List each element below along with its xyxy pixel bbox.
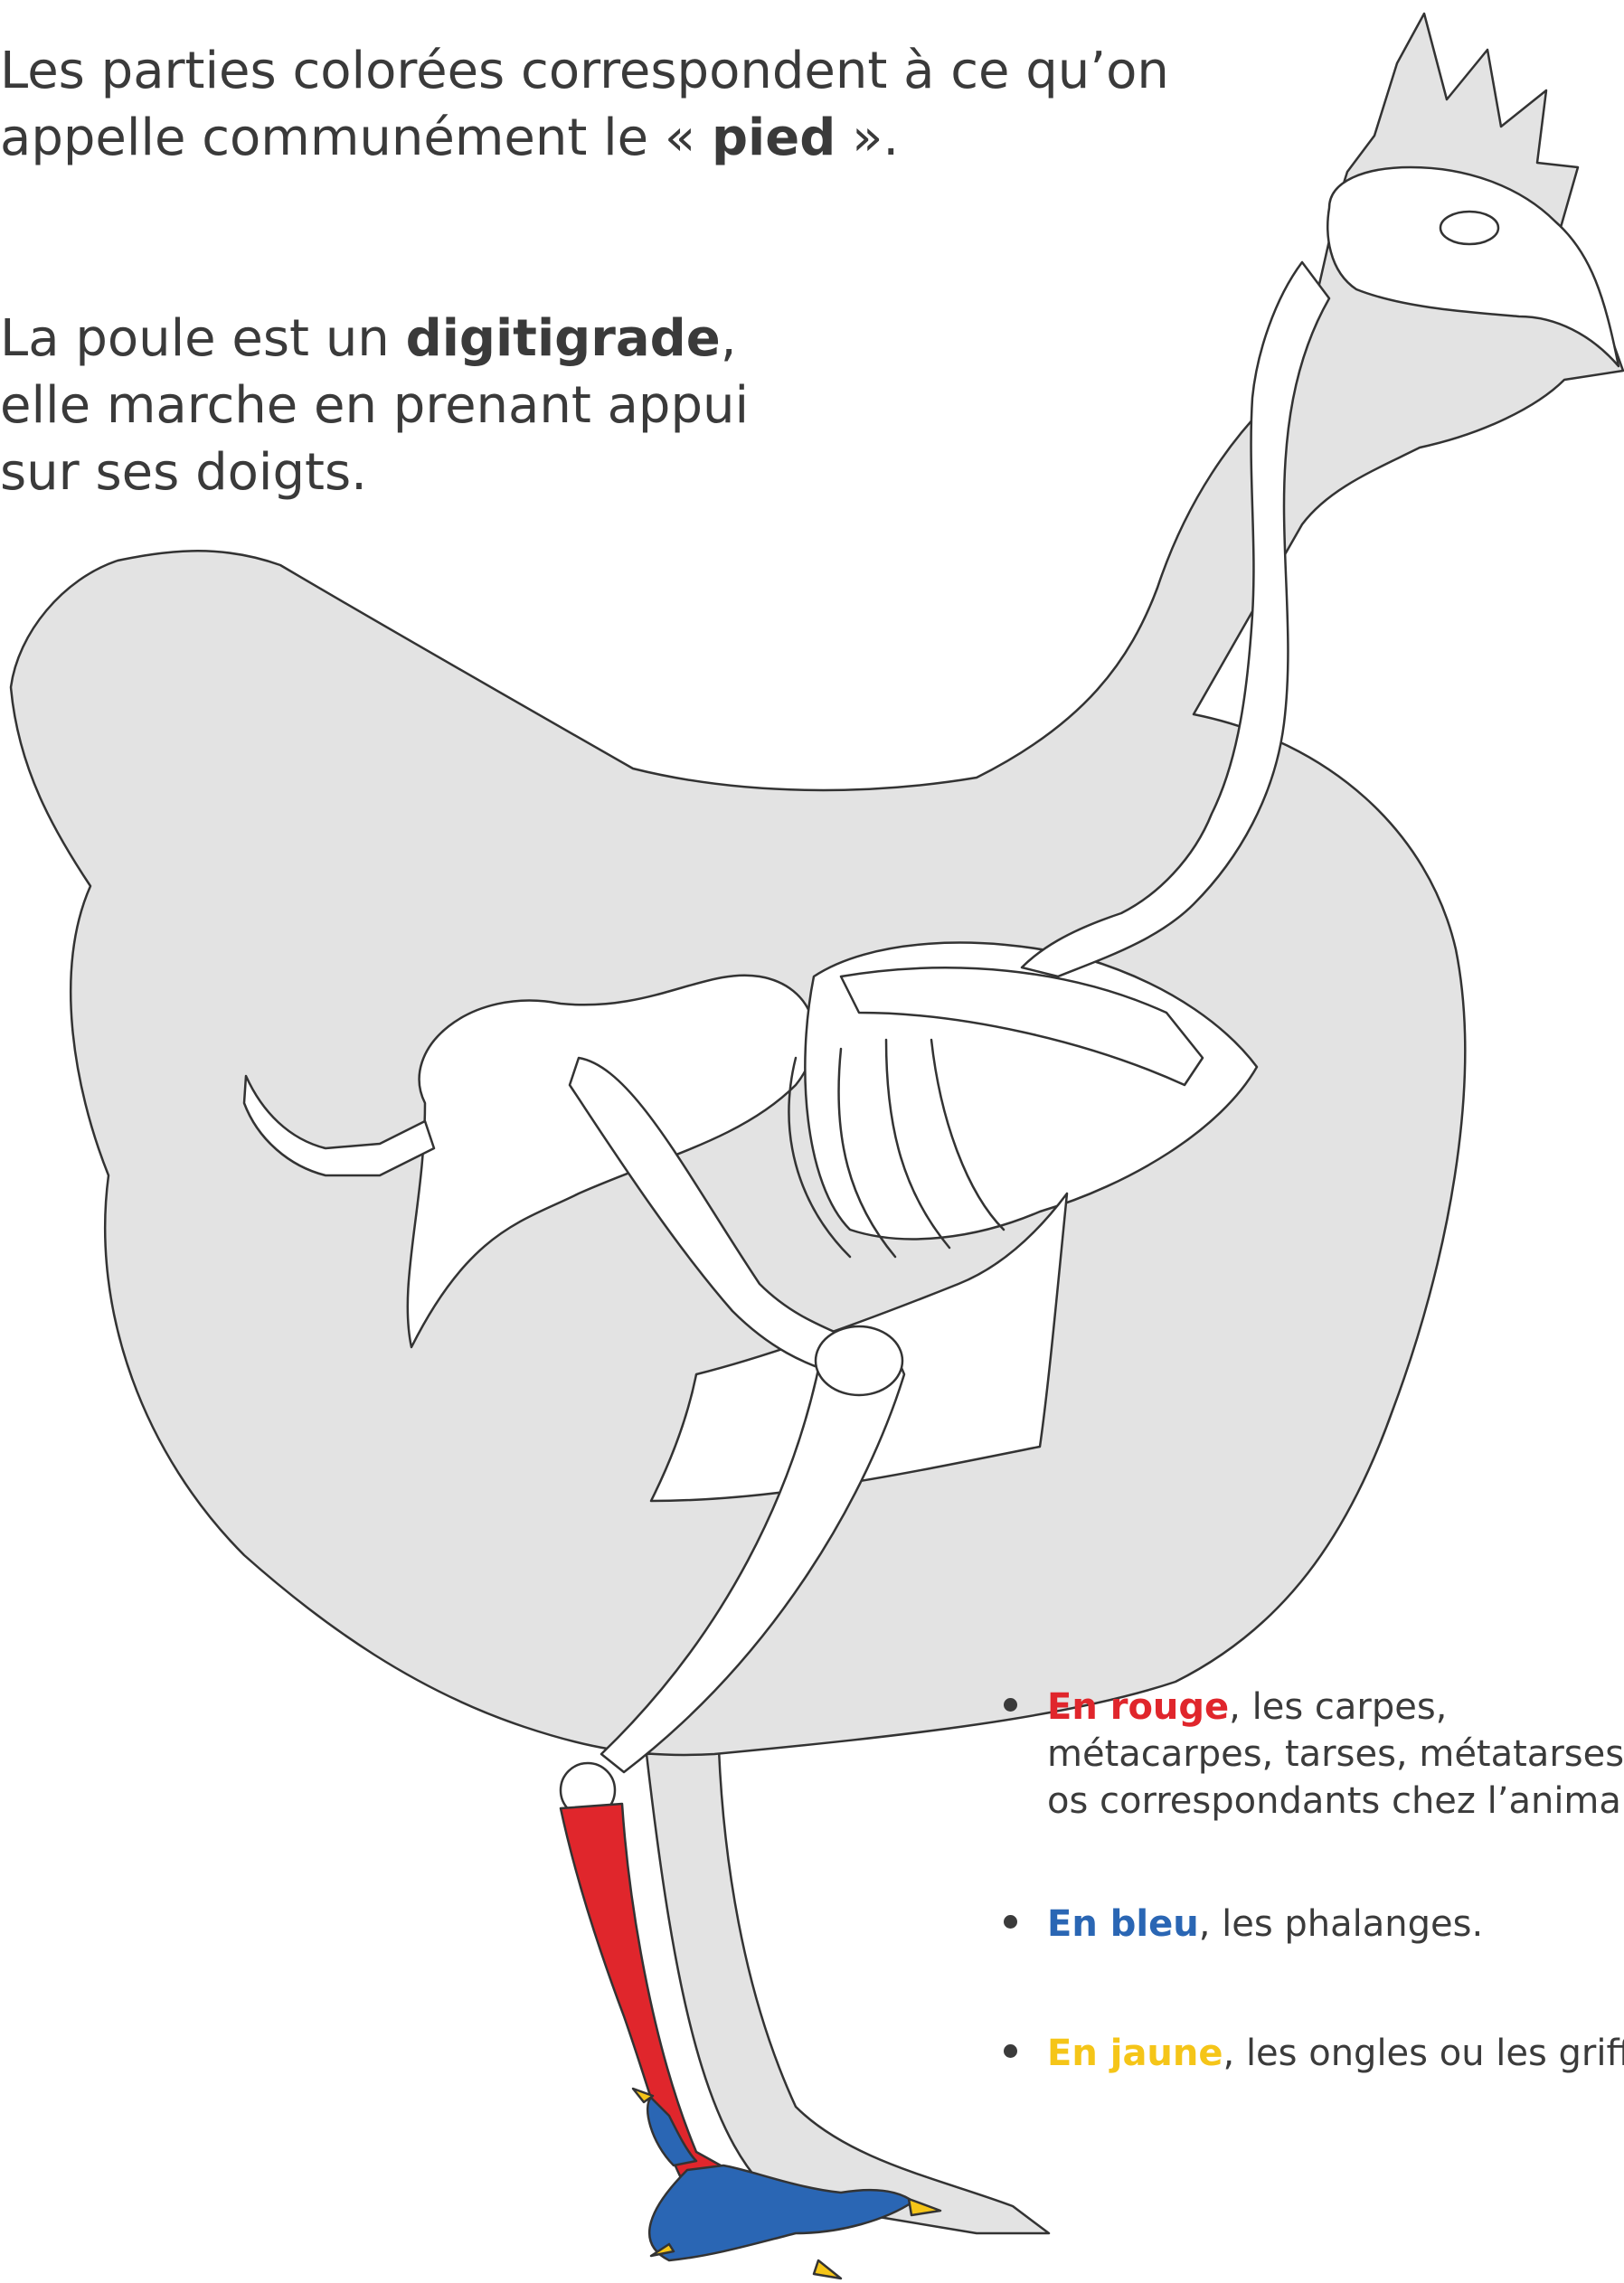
bullet-icon xyxy=(1004,1698,1017,1712)
legend-item-yellow: En jaune, les ongles ou les griffes. xyxy=(980,2030,1624,2084)
legend-item-red: En rouge, les carpes, métacarpes, tarses… xyxy=(980,1684,1624,1828)
bullet-icon xyxy=(1004,1915,1017,1929)
legend-item-blue: En bleu, les phalanges. xyxy=(980,1901,1624,1955)
legend-yellow-desc: , les ongles ou les griffes. xyxy=(1223,2033,1624,2074)
intro-foot-line2: appelle communément le « xyxy=(0,108,712,167)
claw-mid xyxy=(814,2260,841,2278)
intro-paragraph-foot: Les parties colorées correspondent à ce … xyxy=(0,38,1169,172)
legend-red-line2: métacarpes, tarses, métatarses xyxy=(1047,1733,1624,1775)
intro-foot-line1: Les parties colorées correspondent à ce … xyxy=(0,42,1169,100)
intro-foot-after: ». xyxy=(836,108,899,167)
legend-yellow-text: En jaune, les ongles ou les griffes. xyxy=(1047,2030,1624,2077)
legend-red-key: En rouge xyxy=(1047,1686,1229,1728)
legend-blue-key: En bleu xyxy=(1047,1903,1199,1945)
legend-blue-text: En bleu, les phalanges. xyxy=(1047,1901,1483,1948)
intro-foot-bold: pied xyxy=(712,108,836,167)
legend-red-line3: os correspondants chez l’animal xyxy=(1047,1780,1624,1822)
bullet-icon xyxy=(1004,2044,1017,2058)
knee-joint xyxy=(816,1326,902,1395)
intro-digitigrade-before: La poule est un xyxy=(0,309,406,368)
legend-blue-desc: , les phalanges. xyxy=(1199,1903,1484,1945)
legend-red-text: En rouge, les carpes, métacarpes, tarses… xyxy=(1047,1684,1624,1825)
legend-yellow-key: En jaune xyxy=(1047,2033,1223,2074)
eye-socket xyxy=(1440,212,1498,244)
intro-digitigrade-line3: sur ses doigts. xyxy=(0,443,367,502)
intro-digitigrade-after: , xyxy=(721,309,737,368)
intro-digitigrade-line2: elle marche en prenant appui xyxy=(0,376,749,435)
legend-red-desc: , les carpes, xyxy=(1229,1686,1447,1728)
intro-paragraph-digitigrade: La poule est un digitigrade, elle marche… xyxy=(0,306,749,506)
intro-digitigrade-bold: digitigrade xyxy=(406,309,721,368)
